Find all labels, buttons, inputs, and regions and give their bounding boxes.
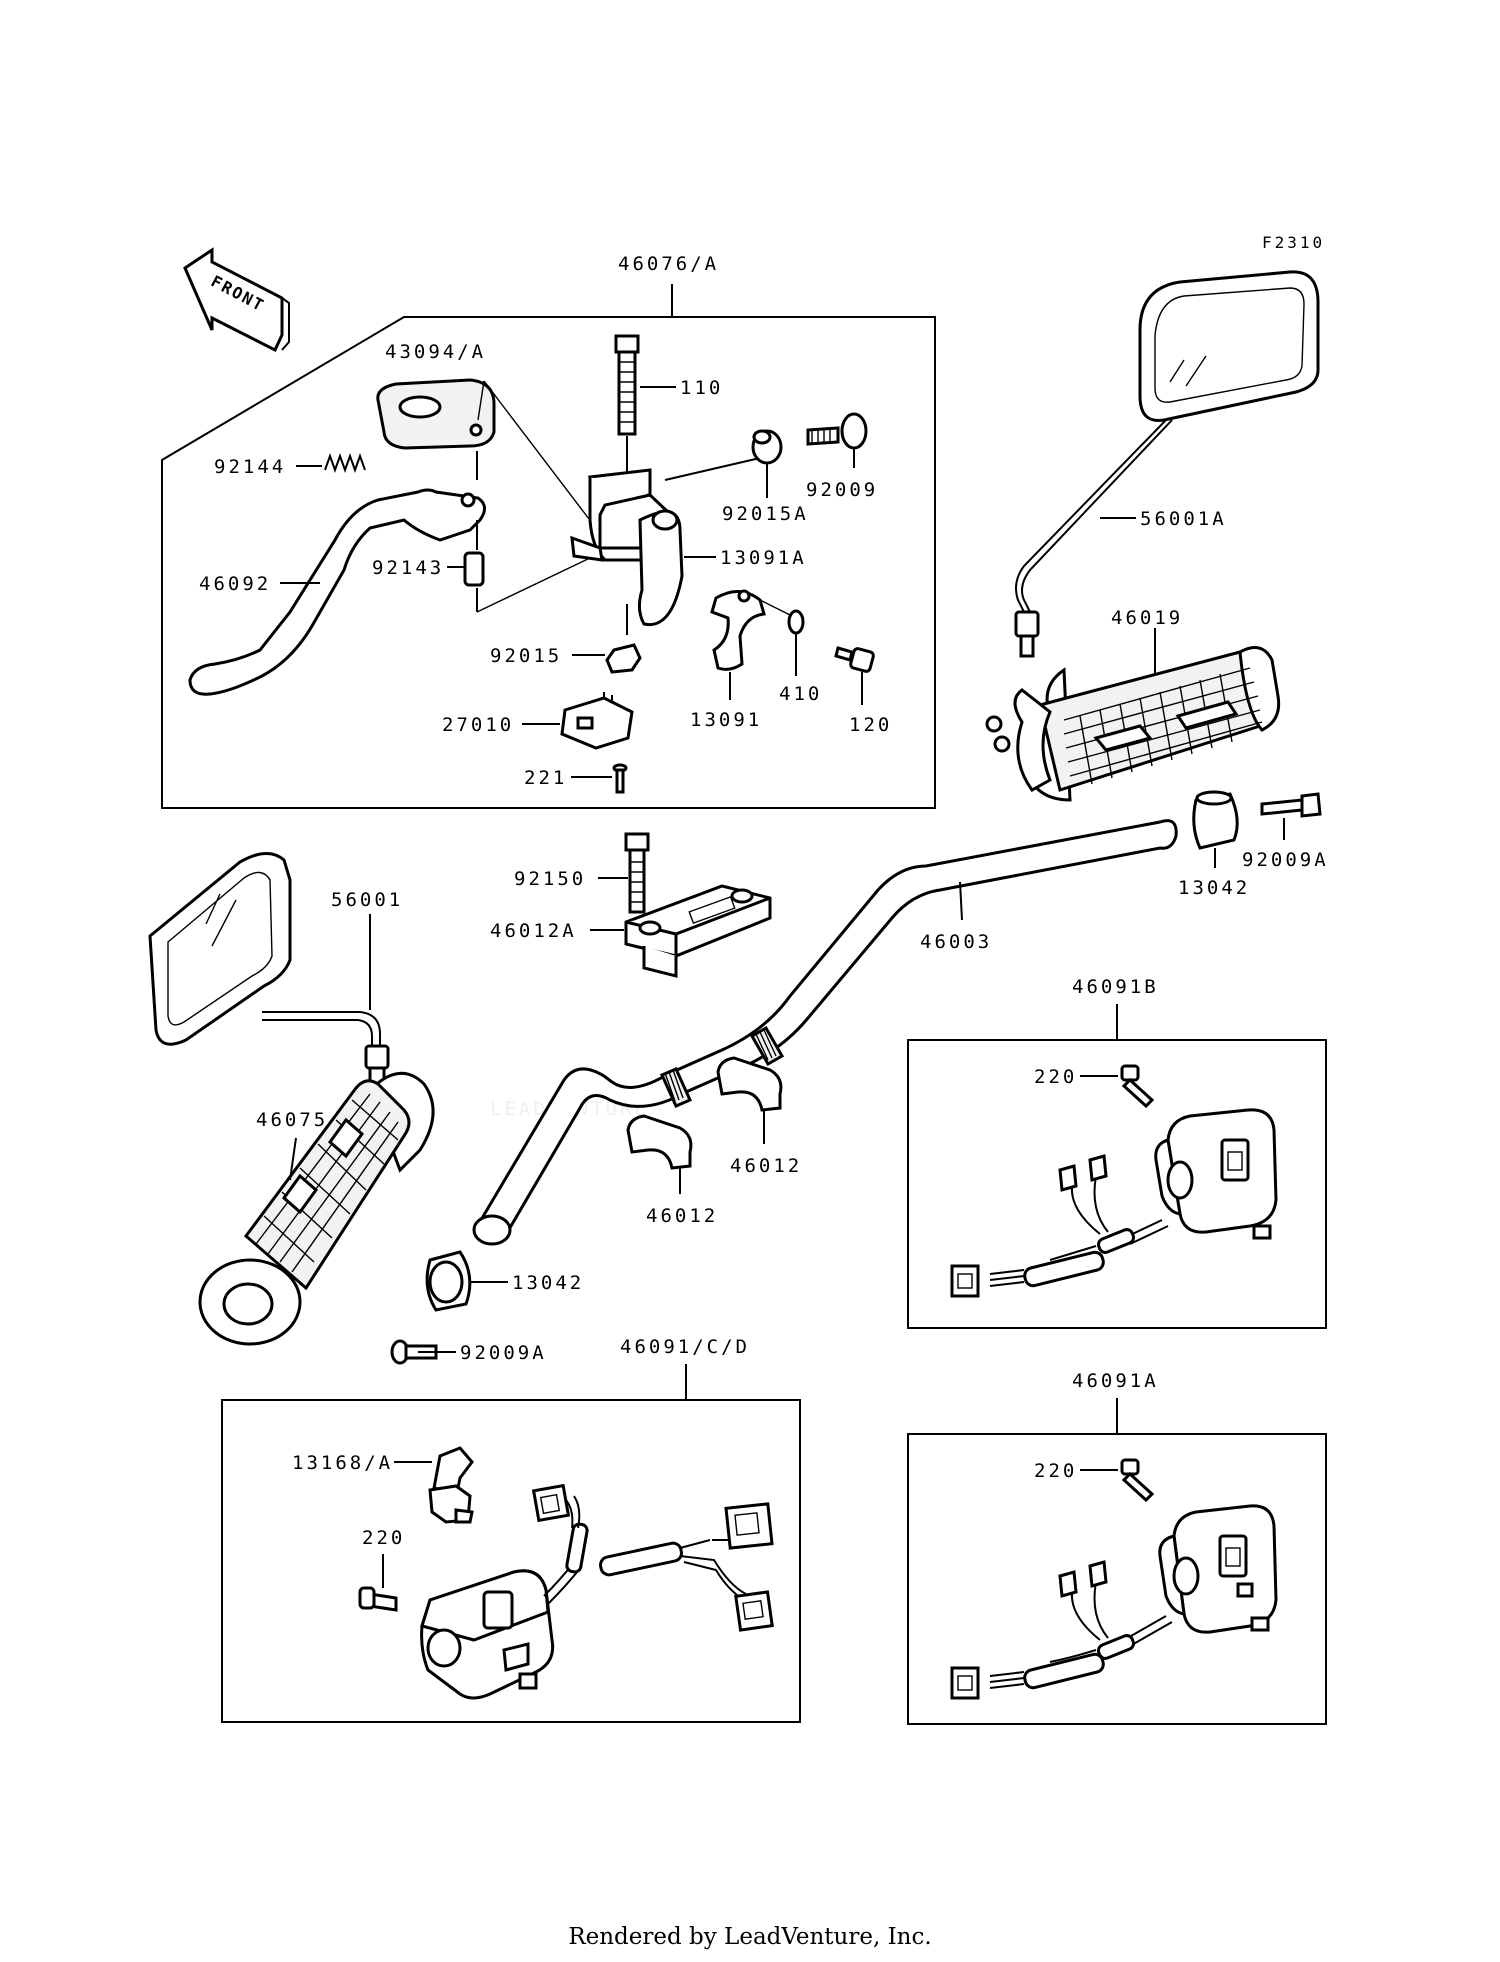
- callout-13042-left: 13042: [512, 1272, 584, 1294]
- clip-13168-part: [428, 1446, 474, 1524]
- callout-27010: 27010: [442, 714, 514, 736]
- diagram-code: F2310: [1262, 233, 1325, 252]
- callout-92009A-left: 92009A: [460, 1342, 547, 1364]
- callout-220-46091CD: 220: [362, 1527, 405, 1549]
- callout-46091B: 46091B: [1072, 976, 1159, 998]
- right-grip-part: 46019: [985, 607, 1281, 802]
- callout-46076A: 46076/A: [618, 253, 719, 275]
- callout-46012-right: 46012: [730, 1155, 802, 1177]
- right-switch-housing-icon: [1154, 1108, 1278, 1240]
- handlebar-part: 46003: [472, 819, 1178, 1246]
- left-grip-part: 46075: [198, 1071, 435, 1346]
- switch-assembly-46091B-box: 46091B 220: [907, 976, 1327, 1329]
- callout-13091A: 13091A: [720, 547, 807, 569]
- callout-410: 410: [779, 683, 822, 705]
- left-bushing-part: 13042: [425, 1250, 584, 1312]
- callout-220-46091A: 220: [1034, 1460, 1077, 1482]
- callout-92009: 92009: [806, 479, 878, 501]
- callout-46012A: 46012A: [490, 920, 577, 942]
- lower-clamp-right-part: 46012: [716, 1056, 802, 1177]
- right-end-screw-part: 92009A: [1242, 792, 1329, 871]
- callout-13168A: 13168/A: [292, 1452, 393, 1474]
- switch-assembly-46091A-box: 46091A 220: [907, 1370, 1327, 1725]
- front-arrow-icon: FRONT: [183, 247, 290, 353]
- spring-part: 92144: [214, 453, 366, 478]
- upper-clamp-part: 46012A: [490, 884, 772, 978]
- screw-220-icon: [358, 1586, 398, 1612]
- callout-13091: 13091: [690, 709, 762, 731]
- callout-92144: 92144: [214, 456, 286, 478]
- callout-92150: 92150: [514, 868, 586, 890]
- bolt-92150-part: 92150: [514, 832, 650, 914]
- right-bushing-part: 13042: [1178, 790, 1250, 899]
- callout-220-46091B: 220: [1034, 1066, 1077, 1088]
- callout-120: 120: [849, 714, 892, 736]
- callout-110: 110: [680, 377, 723, 399]
- adjuster-parts: 92015A 92009: [722, 412, 878, 525]
- footer-credit: Rendered by LeadVenture, Inc.: [568, 1924, 932, 1950]
- brake-switch-part: 27010: [442, 692, 634, 750]
- nut-part: 92015: [490, 604, 642, 674]
- callout-92015A: 92015A: [722, 503, 809, 525]
- right-switch-housing-icon: [1158, 1504, 1278, 1634]
- switch-assembly-46091CD-box: 46091/C/D 13168/A 220: [221, 1336, 801, 1723]
- wiring-harness-icon: [531, 1483, 774, 1632]
- reservoir-cap-part: 43094/A: [376, 341, 590, 520]
- lower-clamp-left-part: 46012: [626, 1114, 718, 1227]
- screw-220-icon: [1120, 1064, 1155, 1109]
- callout-46003: 46003: [920, 931, 992, 953]
- washer-part: 410: [759, 599, 822, 705]
- callout-46092: 46092: [199, 573, 271, 595]
- screw-120-part: 120: [834, 646, 892, 736]
- bolt-110-part: 110: [614, 334, 723, 484]
- callout-92015: 92015: [490, 645, 562, 667]
- callout-92143: 92143: [372, 557, 444, 579]
- callout-46091A: 46091A: [1072, 1370, 1159, 1392]
- callout-43094A: 43094/A: [385, 341, 486, 363]
- callout-46075: 46075: [256, 1109, 328, 1131]
- collar-part: 92143: [372, 520, 591, 613]
- left-mirror-part: 56001: [148, 852, 403, 1088]
- right-mirror-part: 56001A: [1014, 270, 1320, 658]
- master-cylinder-body-part: 13091A: [570, 457, 807, 627]
- callout-46012-left: 46012: [646, 1205, 718, 1227]
- callout-56001: 56001: [331, 889, 403, 911]
- callout-46019: 46019: [1111, 607, 1183, 629]
- callout-56001A: 56001A: [1140, 508, 1227, 530]
- screw-220-icon: [1120, 1458, 1155, 1503]
- callout-13042-right: 13042: [1178, 877, 1250, 899]
- clamp-13091-part: 13091: [690, 589, 766, 731]
- master-cylinder-assembly-box: 46076/A: [161, 253, 936, 809]
- callout-46091CD: 46091/C/D: [620, 1336, 750, 1358]
- left-end-screw-part: 92009A: [390, 1339, 547, 1365]
- screw-221-part: 221: [524, 763, 628, 794]
- wiring-harness-icon: [950, 1560, 1173, 1700]
- left-switch-housing-icon: [420, 1569, 555, 1700]
- brake-lever-part: 46092: [188, 488, 486, 696]
- callout-221: 221: [524, 767, 567, 789]
- wiring-harness-icon: [950, 1154, 1169, 1298]
- callout-92009A-right: 92009A: [1242, 849, 1329, 871]
